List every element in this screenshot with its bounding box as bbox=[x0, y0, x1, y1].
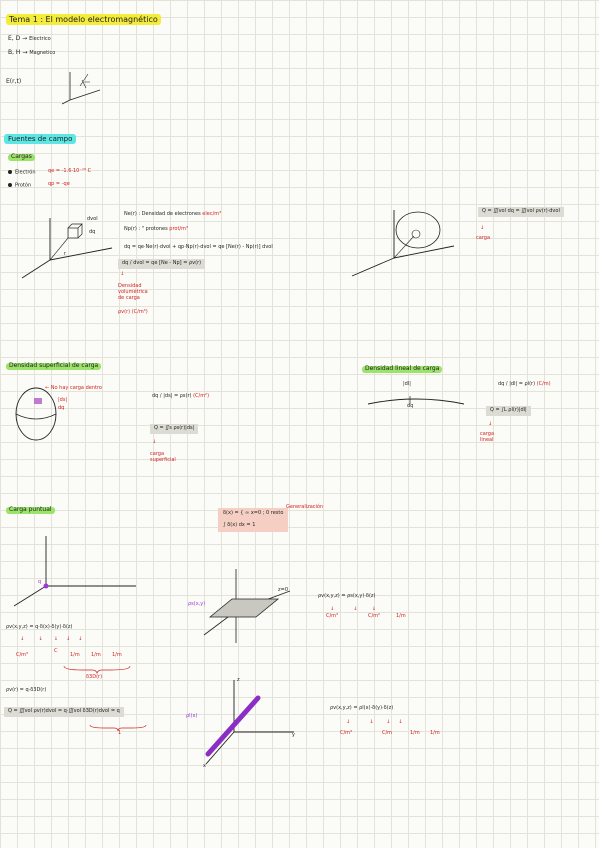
field-label: Magnetico bbox=[29, 50, 56, 56]
axes-sketch-point bbox=[13, 536, 136, 607]
rho-point-unit-3: 1/m bbox=[70, 652, 80, 658]
ds-label: |ds| bbox=[58, 397, 68, 403]
rho-line-unit-3: 1/m bbox=[410, 730, 420, 736]
arrow-down-icon: ↓ bbox=[120, 271, 125, 277]
np-def: Np(r) : " protones prot/m³ bbox=[124, 226, 188, 232]
field-row-magnetic: B, H → Magnetico bbox=[8, 49, 56, 57]
rho-point-arrows: ↓ ↓ ↓ ↓ ↓ bbox=[20, 636, 83, 642]
heading-lineal: Densidad lineal de carga bbox=[362, 365, 443, 373]
electron-row: Electrón bbox=[8, 170, 36, 176]
rho-surf-unit-3: 1/m bbox=[396, 613, 406, 619]
no-charge-note: ← No hay carga dentro bbox=[45, 385, 102, 391]
field-symbols: E, D bbox=[8, 35, 21, 42]
dq-lin-label: dq bbox=[407, 403, 414, 409]
rho-point-unit-4: 1/m bbox=[91, 652, 101, 658]
heading-puntual: Carga puntual bbox=[6, 506, 55, 514]
sup-eq-2: Q = ∬s ρs(r)|ds| bbox=[150, 424, 199, 434]
electron-label: Electrón bbox=[15, 169, 36, 176]
carga-note: carga bbox=[476, 235, 491, 241]
lin-eq-2: Q = ∫L ρl(r)|dl| bbox=[486, 406, 531, 416]
proton-eq: qp = -qe bbox=[48, 181, 70, 187]
plane-sketch bbox=[203, 569, 291, 643]
line-rho-label: ρl(x) bbox=[186, 713, 198, 719]
ne-def: Ne(r) : Densidad de electrones elec/m³ bbox=[124, 211, 222, 217]
rho-line-eq: ρv(x,y,z) = ρl(x)·δ(y)·δ(z) bbox=[330, 705, 394, 711]
sup-note: carga superficial bbox=[150, 451, 176, 463]
q-point-label: q bbox=[38, 579, 42, 585]
arrow-down-icon: ↓ bbox=[480, 225, 485, 231]
dq-equation-1: dq = qe·Ne(r)·dvol + qp·Np(r)·dvol = qe … bbox=[124, 244, 273, 250]
dvol-label: dvol bbox=[87, 216, 98, 222]
axes-sketch-field bbox=[61, 72, 101, 105]
field-row-electric: E, D → Electrico bbox=[8, 35, 51, 43]
page-title: Tema 1 : El modelo electromagnético bbox=[6, 14, 161, 26]
line-charge-sketch bbox=[205, 680, 294, 765]
density-note: Densidad volumétrica de carga bbox=[118, 283, 148, 301]
sphere-sketch bbox=[15, 387, 57, 441]
lin-note: carga lineal bbox=[480, 431, 495, 443]
sup-eq-1: dq / |ds| = ρs(r) (C/m²) bbox=[152, 393, 210, 399]
rho-surf-arrows: ↓ ↓ ↓ bbox=[330, 606, 376, 612]
rho-line-unit-1: C/m³ bbox=[340, 730, 353, 736]
q-total-volume: Q = ∭vol dq = ∭vol ρv(r)·dvol bbox=[478, 207, 564, 217]
lin-eq-1: dq / |dl| = ρl(r) (C/m) bbox=[498, 381, 551, 387]
rho-surf-unit-2: C/m² bbox=[368, 613, 381, 619]
heading-superficial: Densidad superficial de carga bbox=[6, 362, 102, 370]
proton-label: Protón bbox=[15, 182, 32, 189]
dl-label: |dl| bbox=[403, 381, 411, 387]
line-segment-sketch bbox=[367, 396, 465, 405]
axis-z-label: z bbox=[237, 677, 240, 683]
rho-line-arrows: ↓ ↓ ↓ ↓ bbox=[346, 719, 403, 725]
heading-cargas: Cargas bbox=[8, 153, 35, 161]
field-arrow: → bbox=[22, 49, 28, 56]
dq-sup-label: dq bbox=[58, 405, 65, 411]
plane-rho-label: ρs(x,y) bbox=[188, 601, 206, 607]
q-total-point: Q = ∭vol ρv(r)dvol = q·∭vol δ3D(r)dvol =… bbox=[4, 707, 124, 717]
rho-point-unit-1: C/m³ bbox=[16, 652, 29, 658]
axis-x-label: x bbox=[203, 763, 206, 769]
delta-note: Generalización bbox=[286, 504, 324, 510]
one-label: 1 bbox=[118, 730, 122, 736]
brace-sketch bbox=[63, 665, 131, 675]
dq-label: dq bbox=[89, 229, 96, 235]
electron-eq: qe = -1.6·10⁻¹⁹ C bbox=[48, 168, 92, 174]
axes-sketch-volume bbox=[21, 218, 113, 279]
r-label: r bbox=[64, 251, 67, 257]
section-fuentes: Fuentes de campo bbox=[4, 134, 77, 145]
axis-y-label: y bbox=[292, 732, 295, 738]
rho-point-eq: ρv(x,y,z) = q·δ(x)·δ(y)·δ(z) bbox=[6, 624, 73, 630]
rho-surf-unit-1: C/m³ bbox=[326, 613, 339, 619]
field-label: Electrico bbox=[29, 36, 51, 42]
rho-v-r-eq: ρv(r) = q·δ3D(r) bbox=[6, 687, 47, 693]
arrow-down-icon: ↓ bbox=[152, 439, 157, 445]
rho-surf-eq: ρv(x,y,z) = ρs(x,y)·δ(z) bbox=[318, 593, 376, 599]
plane-z-label: z=0 bbox=[278, 587, 288, 593]
brace-sketch bbox=[89, 724, 147, 732]
field-function: E(r,t) bbox=[6, 78, 22, 85]
axes-sketch-volume-total bbox=[351, 210, 455, 277]
rho-v-label: ρv(r) (C/m³) bbox=[118, 309, 148, 315]
dq-equation-2: dq / dvol = qe [Ne - Np] = ρv(r) bbox=[118, 259, 206, 269]
rho-line-unit-4: 1/m bbox=[430, 730, 440, 736]
rho-line-unit-2: C/m bbox=[382, 730, 393, 736]
delta-box: δ(x) = { ∞ x=0 ; 0 resto ∫ δ(x) dx = 1 bbox=[218, 508, 289, 532]
delta3d-label: δ3D(r) bbox=[86, 674, 103, 680]
rho-point-unit-5: 1/m bbox=[112, 652, 122, 658]
field-arrow: → bbox=[22, 35, 28, 42]
proton-row: Protón bbox=[8, 183, 31, 189]
field-symbols: B, H bbox=[8, 49, 21, 56]
rho-point-unit-2: C bbox=[54, 648, 58, 654]
arrow-down-icon: ↓ bbox=[488, 421, 493, 427]
